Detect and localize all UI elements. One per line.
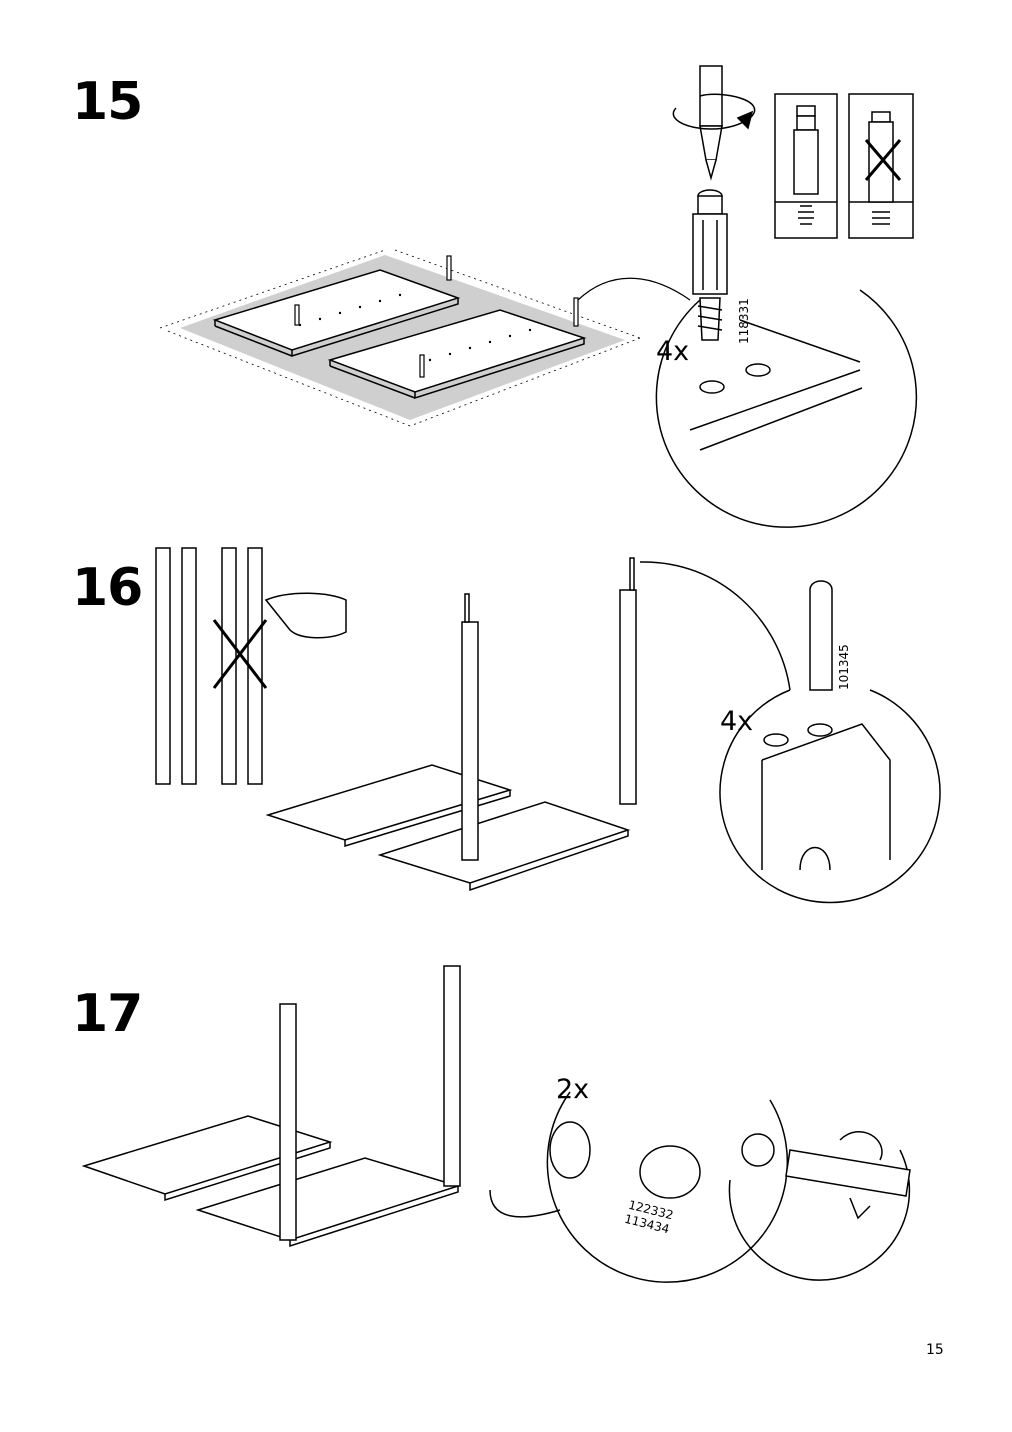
flat-screwdriver-icon xyxy=(785,1149,911,1197)
cam-lock-head-icon xyxy=(741,1133,775,1167)
step-16-part-number: 101345 xyxy=(837,644,851,690)
cam-lock-icon xyxy=(639,1145,701,1199)
detail-circle-15 xyxy=(655,289,918,528)
step-15-quantity: 4x xyxy=(656,336,690,367)
step-17-illustration xyxy=(81,965,911,1283)
dowel-pins xyxy=(294,255,579,378)
step-15-part-number: 118331 xyxy=(737,298,751,344)
wooden-dowel-icon xyxy=(809,580,833,691)
screwdriver-icon xyxy=(672,65,756,181)
shelf-panel-right xyxy=(327,309,587,400)
stud-fastener-icon xyxy=(692,189,728,341)
step-16-number: 16 xyxy=(72,558,143,618)
correct-install-box xyxy=(774,93,838,239)
step-16-quantity: 4x xyxy=(720,706,754,737)
step-16-illustration xyxy=(155,547,941,904)
page-number: 15 xyxy=(926,1342,944,1358)
pointing-hand-icon xyxy=(264,592,347,639)
shelf-panel-left xyxy=(212,269,461,358)
step-15-number: 15 xyxy=(72,72,143,132)
incorrect-install-box xyxy=(848,93,914,239)
step-17-number: 17 xyxy=(72,984,143,1044)
step-17-quantity: 2x xyxy=(556,1074,590,1105)
